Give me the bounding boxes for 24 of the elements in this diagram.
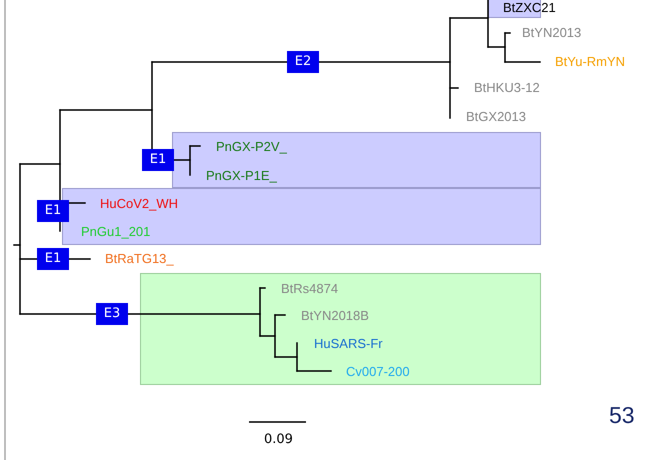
taxon-label: BtYN2018B bbox=[301, 308, 369, 324]
taxon-label: BtRs4874 bbox=[281, 281, 338, 297]
taxon-label: PnGu1_201 bbox=[81, 224, 150, 240]
clade-highlight-band bbox=[62, 188, 541, 245]
taxon-label: HuSARS-Fr bbox=[314, 336, 383, 352]
clade-marker: E1 bbox=[37, 200, 69, 222]
taxon-label: BtRaTG13_ bbox=[105, 251, 174, 267]
taxon-label: BtYN2013 bbox=[522, 25, 582, 41]
taxon-label: BtYu-RmYN bbox=[555, 54, 626, 70]
taxon-label: HuCoV2_WH bbox=[100, 196, 178, 212]
clade-marker: E3 bbox=[96, 303, 128, 325]
page-number: 53 bbox=[609, 402, 635, 429]
taxon-label: PnGX-P2V_ bbox=[216, 139, 287, 155]
clade-marker: E2 bbox=[287, 51, 319, 73]
taxon-label: Cv007-200 bbox=[346, 364, 410, 380]
taxon-label: BtZXC21 bbox=[503, 0, 556, 16]
clade-highlight-band bbox=[140, 273, 541, 385]
taxon-label: PnGX-P1E_ bbox=[206, 168, 277, 184]
scale-label: 0.09 bbox=[264, 432, 293, 447]
clade-marker: E1 bbox=[37, 248, 69, 270]
clade-highlight-band bbox=[172, 132, 541, 188]
clade-marker: E1 bbox=[142, 149, 174, 171]
taxon-label: BtGX2013 bbox=[466, 109, 526, 125]
taxon-label: BtHKU3-12 bbox=[474, 80, 540, 96]
